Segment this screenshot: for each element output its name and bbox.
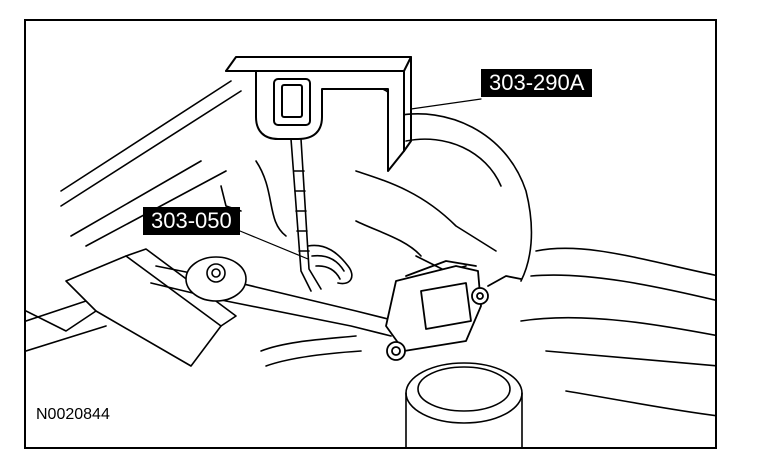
support-strap xyxy=(290,138,322,292)
engine-bay-illustration xyxy=(26,56,715,447)
coil-spring xyxy=(307,244,353,285)
holding-bracket xyxy=(225,56,412,172)
reservoir-cylinder xyxy=(405,362,523,447)
figure-frame: 303-290A 303-050 N0020844 xyxy=(24,19,717,449)
clamp-assembly xyxy=(385,260,522,361)
lever-arm xyxy=(150,256,427,337)
callout-303-050: 303-050 xyxy=(143,207,240,235)
figure-number: N0020844 xyxy=(36,406,110,423)
callout-303-290a: 303-290A xyxy=(481,69,593,97)
callout-leaders xyxy=(239,98,482,260)
hose xyxy=(260,335,362,367)
